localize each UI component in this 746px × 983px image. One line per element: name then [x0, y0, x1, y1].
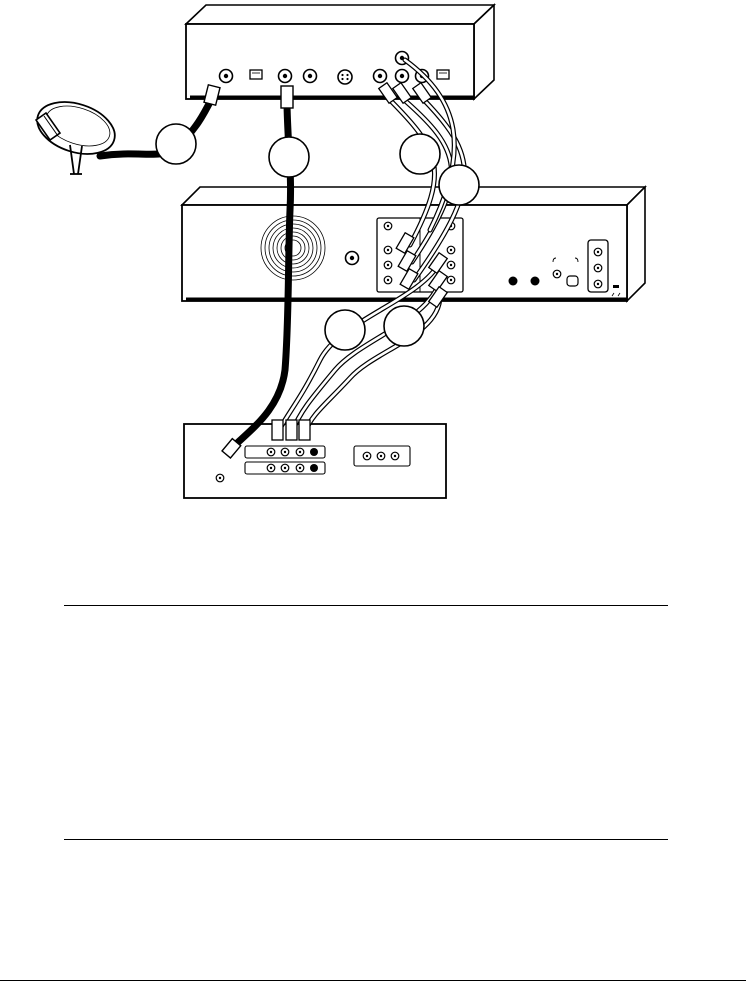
- callout-2: [268, 136, 310, 178]
- sat-in-jack: [218, 68, 234, 84]
- rf-out-jack: [277, 68, 293, 84]
- phone-jack: [249, 69, 263, 80]
- satellite-receiver: [183, 3, 497, 101]
- callout-5: [324, 309, 366, 351]
- callout-6: [383, 305, 425, 347]
- vcr-unit: [180, 185, 647, 303]
- callout-4: [438, 164, 480, 206]
- callout-1: [155, 123, 197, 165]
- television-back-panel: [183, 423, 447, 499]
- modem-jack: [436, 69, 450, 80]
- satellite-dish: [34, 101, 116, 175]
- page-footer-rule: [0, 980, 746, 981]
- callout-3: [399, 133, 441, 175]
- divider-top: [64, 605, 668, 606]
- s-video-jack: [337, 69, 353, 85]
- divider-bottom: [64, 839, 668, 840]
- cable-vcr-av-to-tv: [271, 251, 449, 441]
- callout-circles: [155, 123, 480, 351]
